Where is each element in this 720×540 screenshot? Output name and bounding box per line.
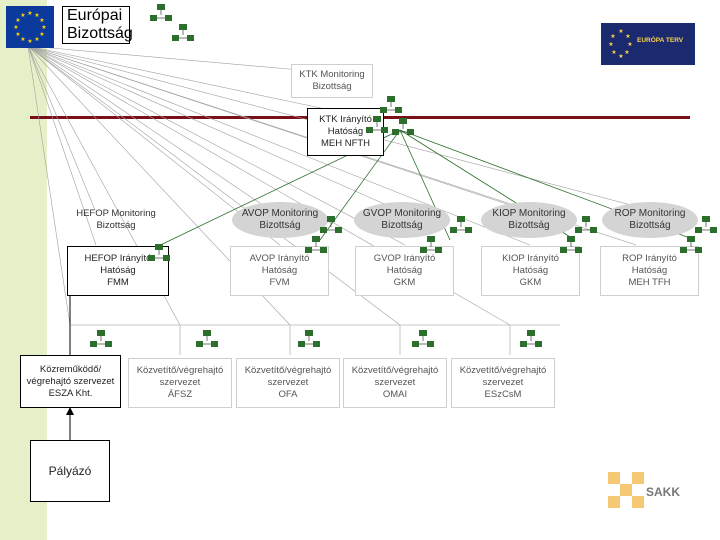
network-computers-icon: [560, 236, 582, 253]
sakk-logo-icon: SAKK: [608, 470, 700, 512]
rop-monitoring-ellipse: ROP Monitoring Bizottság: [602, 202, 698, 238]
network-computers-icon: [680, 236, 702, 253]
svg-text:★: ★: [39, 17, 44, 24]
svg-text:★: ★: [618, 28, 623, 35]
network-computers-icon: [420, 236, 442, 253]
svg-text:★: ★: [610, 33, 615, 40]
network-computers-icon: [412, 330, 434, 347]
network-computers-icon: [366, 116, 388, 133]
svg-text:★: ★: [27, 38, 32, 45]
avop-monitoring-ellipse: AVOP Monitoring Bizottság: [232, 202, 328, 238]
eu-flag-icon: ★★★ ★★★ ★★★ ★★★: [6, 6, 54, 48]
network-computers-icon: [450, 216, 472, 233]
svg-text:★: ★: [618, 53, 623, 60]
network-computers-icon: [298, 330, 320, 347]
rop-iranyito-box: ROP Irányító Hatóság MEH TFH: [600, 246, 699, 296]
network-computers-icon: [196, 330, 218, 347]
network-computers-icon: [172, 24, 194, 41]
kozvetito-afsz-box: Közvetítő/végrehajtó szervezet ÁFSZ: [128, 358, 232, 408]
svg-text:★: ★: [34, 12, 39, 19]
network-computers-icon: [380, 96, 402, 113]
hefop-monitoring-label: HEFOP Monitoring Bizottság: [76, 208, 156, 231]
hefop-iranyito-box: HEFOP Irányító Hatóság FMM: [67, 246, 169, 296]
svg-text:★: ★: [27, 10, 32, 17]
svg-text:★: ★: [39, 31, 44, 38]
palyazo-box: Pályázó: [30, 440, 110, 502]
svg-text:★: ★: [20, 36, 25, 43]
ktk-monitoring-box: KTK Monitoring Bizottság: [291, 64, 373, 98]
svg-text:★: ★: [608, 41, 613, 48]
europa-terv-logo-icon: ★★★ ★★★ ★★ EURÓPA TERV: [601, 23, 695, 65]
gvop-iranyito-box: GVOP Irányító Hatóság GKM: [355, 246, 454, 296]
kozvetito-eszcsm-box: Közvetítő/végrehajtó szervezet ESzCsM: [451, 358, 555, 408]
svg-text:★: ★: [41, 24, 46, 31]
svg-text:★: ★: [627, 41, 632, 48]
kozvetito-omai-box: Közvetítő/végrehajtó szervezet OMAI: [343, 358, 447, 408]
network-computers-icon: [150, 4, 172, 21]
svg-text:★: ★: [15, 17, 20, 24]
europa-terv-label: EURÓPA TERV: [637, 37, 684, 44]
svg-text:★: ★: [611, 49, 616, 56]
network-computers-icon: [520, 330, 542, 347]
network-computers-icon: [575, 216, 597, 233]
svg-text:★: ★: [15, 31, 20, 38]
network-computers-icon: [695, 216, 717, 233]
network-computers-icon: [90, 330, 112, 347]
network-computers-icon: [392, 118, 414, 135]
gvop-monitoring-ellipse: GVOP Monitoring Bizottság: [354, 202, 450, 238]
sakk-label: SAKK: [646, 485, 681, 499]
network-computers-icon: [305, 236, 327, 253]
svg-text:★: ★: [625, 33, 630, 40]
kozvetito-ofa-box: Közvetítő/végrehajtó szervezet OFA: [236, 358, 340, 408]
network-computers-icon: [320, 216, 342, 233]
kiop-iranyito-box: KIOP Irányító Hatóság GKM: [481, 246, 580, 296]
avop-iranyito-box: AVOP Irányító Hatóság FVM: [230, 246, 329, 296]
svg-text:★: ★: [20, 12, 25, 19]
eu-commission-title: Európai Bizottság: [62, 6, 133, 44]
svg-text:★: ★: [624, 49, 629, 56]
svg-text:★: ★: [34, 36, 39, 43]
svg-text:★: ★: [13, 24, 18, 31]
network-computers-icon: [148, 244, 170, 261]
kiop-monitoring-ellipse: KIOP Monitoring Bizottság: [481, 202, 577, 238]
kozremukodo-box: Közreműködő/ végrehajtó szervezet ESZA K…: [20, 355, 121, 408]
